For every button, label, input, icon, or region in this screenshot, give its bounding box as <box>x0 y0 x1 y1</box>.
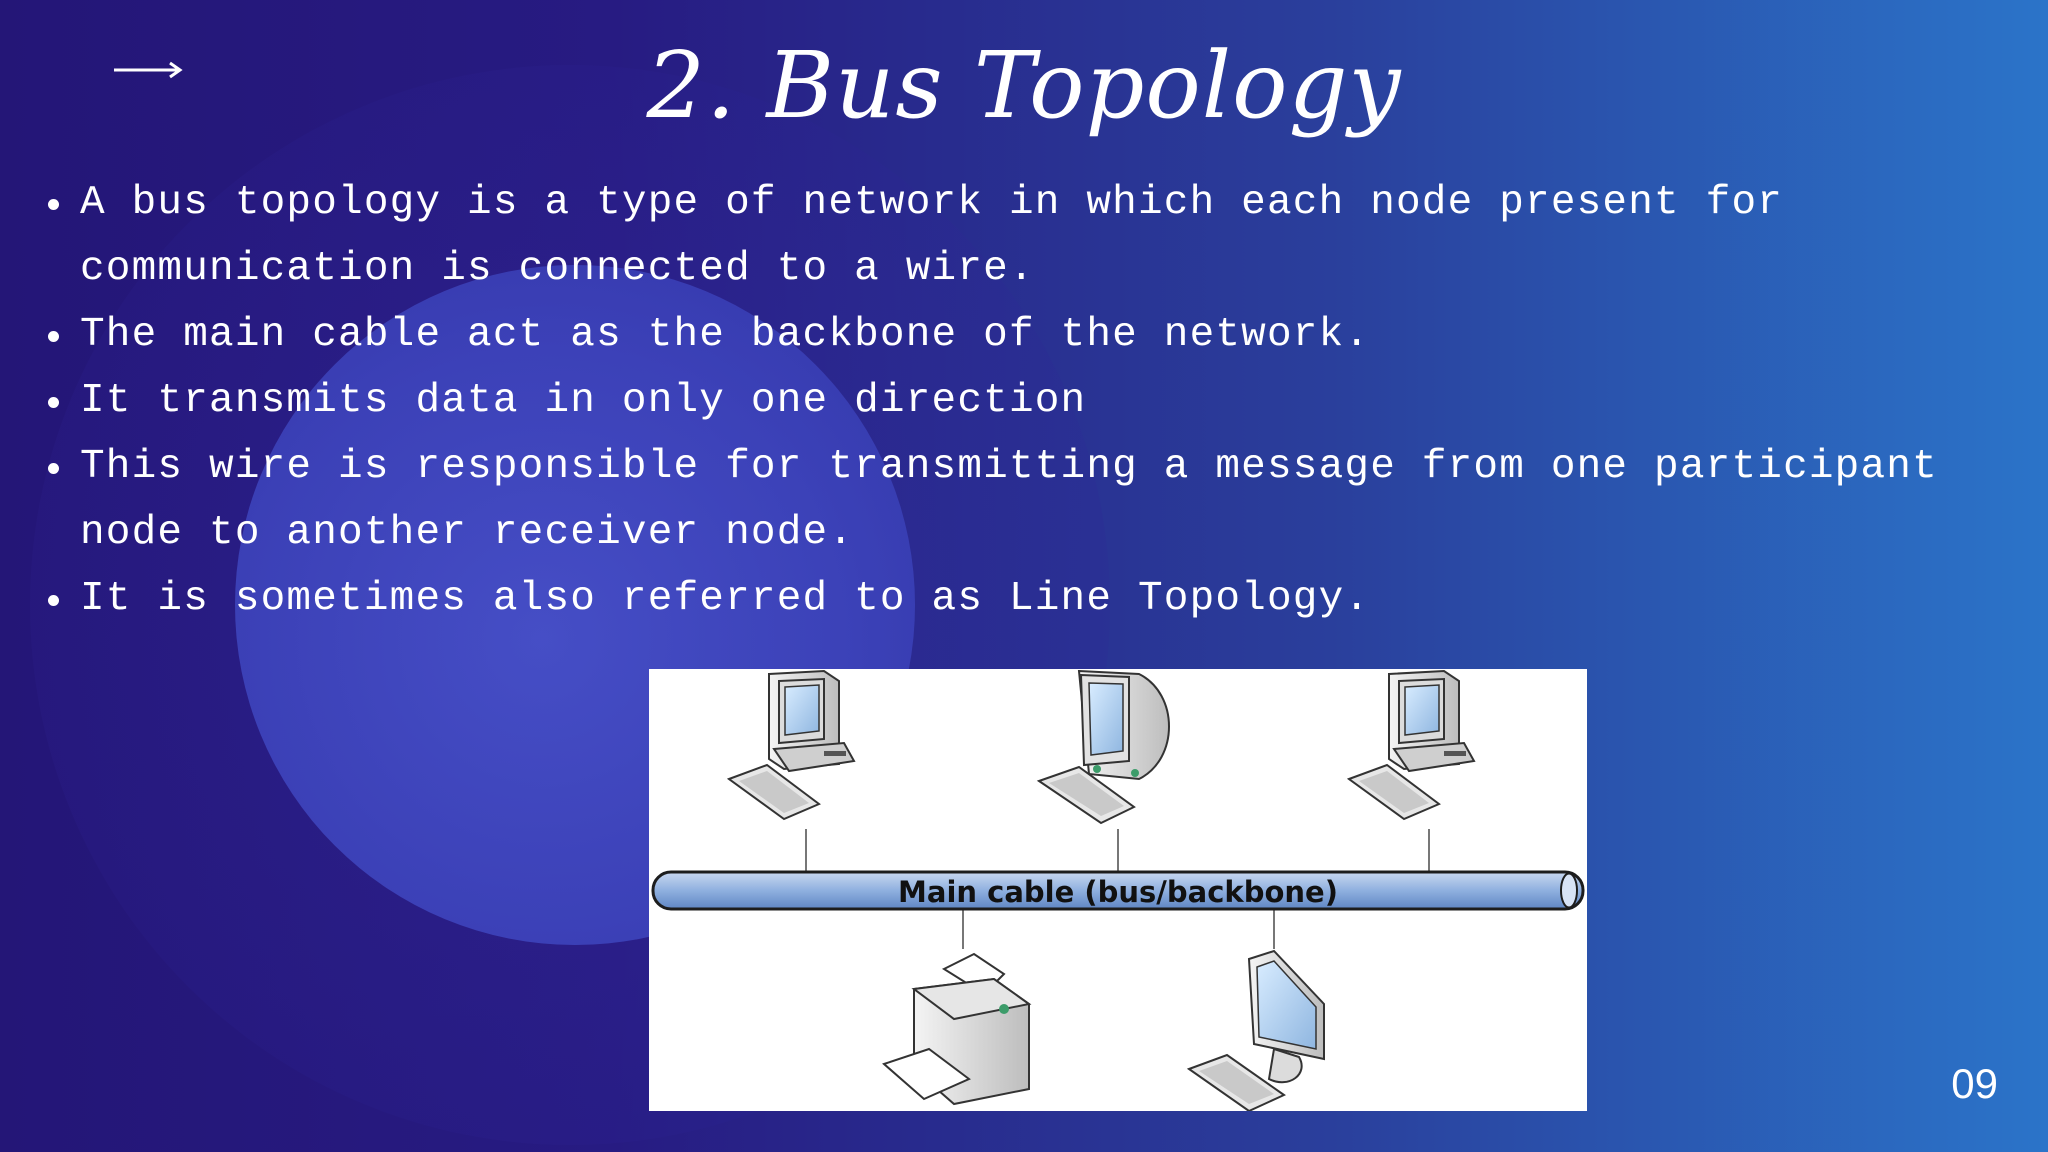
computer-tower-icon <box>1346 669 1476 821</box>
bullet-text: A bus topology is a type of network in w… <box>80 180 1784 292</box>
bullet-dot-icon <box>48 331 59 342</box>
bullet-dot-icon <box>48 397 59 408</box>
bullet-item: The main cable act as the backbone of th… <box>40 302 2030 368</box>
bullet-text: The main cable act as the backbone of th… <box>80 312 1371 358</box>
printer-icon <box>882 952 1032 1106</box>
slide-title: 2. Bus Topology <box>646 32 1402 139</box>
crt-computer-icon <box>1036 669 1170 825</box>
page-number: 09 <box>1951 1060 1998 1107</box>
bullet-item: It transmits data in only one direction <box>40 368 2030 434</box>
computer-tower-icon <box>726 669 856 821</box>
bullet-text: It transmits data in only one direction <box>80 378 1087 424</box>
bullet-item: It is sometimes also referred to as Line… <box>40 566 2030 632</box>
bullet-dot-icon <box>48 199 59 210</box>
bus-topology-svg: Main cable (bus/backbone) <box>651 669 1585 1111</box>
bullet-list: A bus topology is a type of network in w… <box>40 170 2030 632</box>
bullet-item: This wire is responsible for transmittin… <box>40 434 2030 566</box>
bullet-dot-icon <box>48 463 59 474</box>
bullet-item: A bus topology is a type of network in w… <box>40 170 2030 302</box>
bullet-dot-icon <box>48 595 59 606</box>
cable-label: Main cable (bus/backbone) <box>898 875 1338 909</box>
bullet-text: This wire is responsible for transmittin… <box>80 444 1938 556</box>
bus-topology-diagram: Main cable (bus/backbone) <box>649 669 1587 1111</box>
flat-monitor-icon <box>1186 949 1325 1111</box>
bullet-text: It is sometimes also referred to as Line… <box>80 576 1371 622</box>
right-arrow-icon[interactable] <box>112 55 186 85</box>
main-cable: Main cable (bus/backbone) <box>651 870 1585 911</box>
